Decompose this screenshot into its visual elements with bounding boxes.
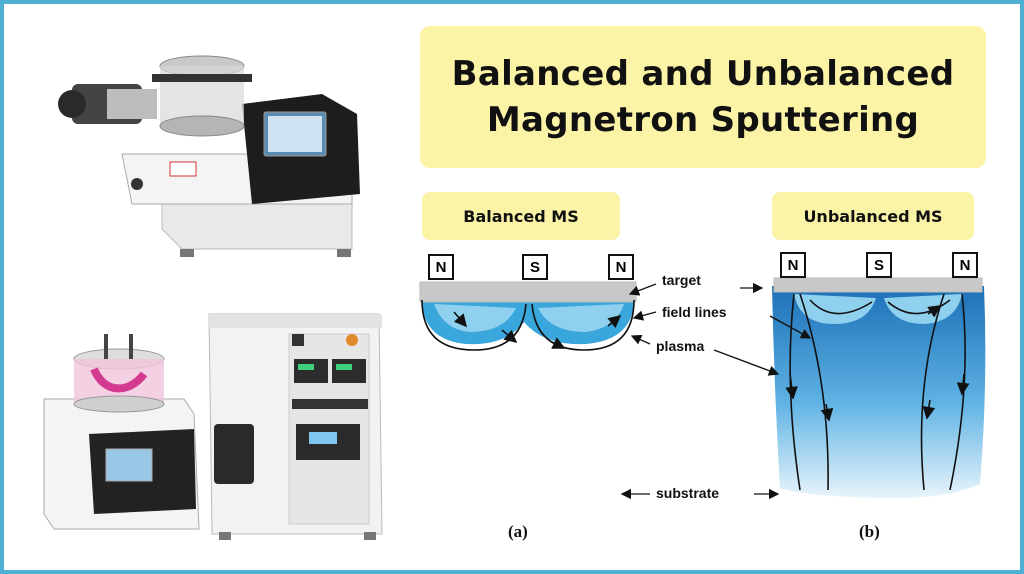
label-target: target bbox=[662, 272, 701, 288]
unbalanced-ms-heading: Unbalanced MS bbox=[772, 192, 974, 240]
label-substrate: substrate bbox=[656, 485, 720, 501]
title-line-2: Magnetron Sputtering bbox=[486, 100, 920, 140]
unbalanced-target bbox=[773, 277, 983, 293]
title-banner: Balanced and Unbalanced Magnetron Sputte… bbox=[420, 26, 986, 168]
balanced-plasma bbox=[422, 302, 634, 345]
sputter-coater-top-photo bbox=[58, 55, 360, 257]
label-field-lines: field lines bbox=[662, 304, 727, 320]
sputtering-diagram bbox=[419, 277, 986, 500]
unbalanced-magnet-s: S bbox=[866, 252, 892, 278]
balanced-magnet-n-left: N bbox=[428, 254, 454, 280]
unbalanced-magnet-n-right: N bbox=[952, 252, 978, 278]
label-pointers bbox=[620, 282, 812, 500]
balanced-magnet-s: S bbox=[522, 254, 548, 280]
balanced-magnet-n-right: N bbox=[608, 254, 634, 280]
unbalanced-field-lines bbox=[785, 293, 970, 491]
unbalanced-magnet-n-left: N bbox=[780, 252, 806, 278]
caption-a: (a) bbox=[508, 522, 528, 541]
balanced-field-lines bbox=[421, 299, 635, 351]
caption-b: (b) bbox=[859, 522, 880, 541]
title-line-1: Balanced and Unbalanced bbox=[451, 54, 955, 94]
label-plasma: plasma bbox=[656, 338, 705, 354]
unbalanced-plasma bbox=[772, 286, 986, 499]
sputter-system-bottom-photo bbox=[43, 313, 383, 540]
unbalanced-lobes bbox=[794, 294, 962, 324]
balanced-ms-heading: Balanced MS bbox=[422, 192, 620, 240]
balanced-target bbox=[419, 281, 637, 303]
